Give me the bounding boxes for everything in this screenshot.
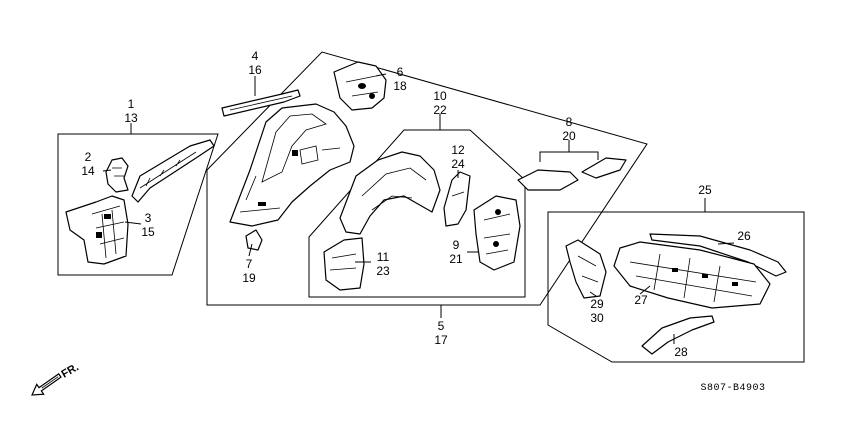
- part-rear-floor: [613, 241, 771, 309]
- callout-1: 1: [128, 97, 135, 111]
- callout-10: 10: [433, 89, 447, 103]
- callout-3: 3: [145, 211, 152, 225]
- callout-22: 22: [433, 103, 447, 117]
- callout-19: 19: [242, 271, 256, 285]
- part-bracket-2: [105, 157, 129, 193]
- callout-17: 17: [434, 333, 448, 347]
- direction-label: FR.: [60, 361, 81, 380]
- callout-23: 23: [376, 264, 390, 278]
- callout-30: 30: [590, 311, 604, 325]
- part-shelf-bracket-right: [581, 157, 627, 179]
- callout-20: 20: [562, 129, 576, 143]
- callout-12: 12: [451, 143, 465, 157]
- callout-27: 27: [634, 293, 648, 307]
- part-panel-12: [443, 171, 471, 227]
- part-side-bracket: [565, 239, 607, 299]
- callout-5: 5: [438, 319, 445, 333]
- callout-25: 25: [698, 183, 712, 197]
- part-floor-rail: [641, 315, 715, 355]
- diagram-code: S807-B4903: [700, 383, 765, 394]
- part-crossmember: [649, 233, 787, 277]
- part-pillar-brace: [131, 139, 215, 203]
- callout-14: 14: [81, 164, 95, 178]
- part-inner-fender: [323, 237, 365, 291]
- callout-26: 26: [737, 229, 751, 243]
- group-outline-10-22: [308, 129, 526, 298]
- callout-15: 15: [141, 225, 155, 239]
- part-bracket-7: [245, 229, 263, 251]
- callout-28: 28: [674, 345, 688, 359]
- part-quarter-panel: [229, 103, 355, 227]
- group-outline-5-17: [206, 51, 648, 306]
- forward-arrow-icon: [31, 373, 62, 396]
- part-rear-panel: [473, 195, 521, 271]
- part-shelf-bracket-left: [517, 169, 579, 191]
- callout-8: 8: [566, 115, 573, 129]
- callout-7: 7: [246, 257, 253, 271]
- callout-29: 29: [590, 297, 604, 311]
- part-wheelhouse: [339, 151, 441, 235]
- callout-4: 4: [252, 49, 259, 63]
- group-outline-25: [547, 211, 805, 363]
- callout-21: 21: [449, 252, 463, 266]
- callout-18: 18: [393, 79, 407, 93]
- callout-2: 2: [85, 150, 92, 164]
- callout-16: 16: [248, 63, 262, 77]
- callout-24: 24: [451, 157, 465, 171]
- callout-13: 13: [124, 111, 138, 125]
- callout-9: 9: [453, 238, 460, 252]
- group-outline-1-13: [57, 133, 219, 276]
- callout-11: 11: [377, 250, 390, 264]
- callout-6: 6: [397, 65, 404, 79]
